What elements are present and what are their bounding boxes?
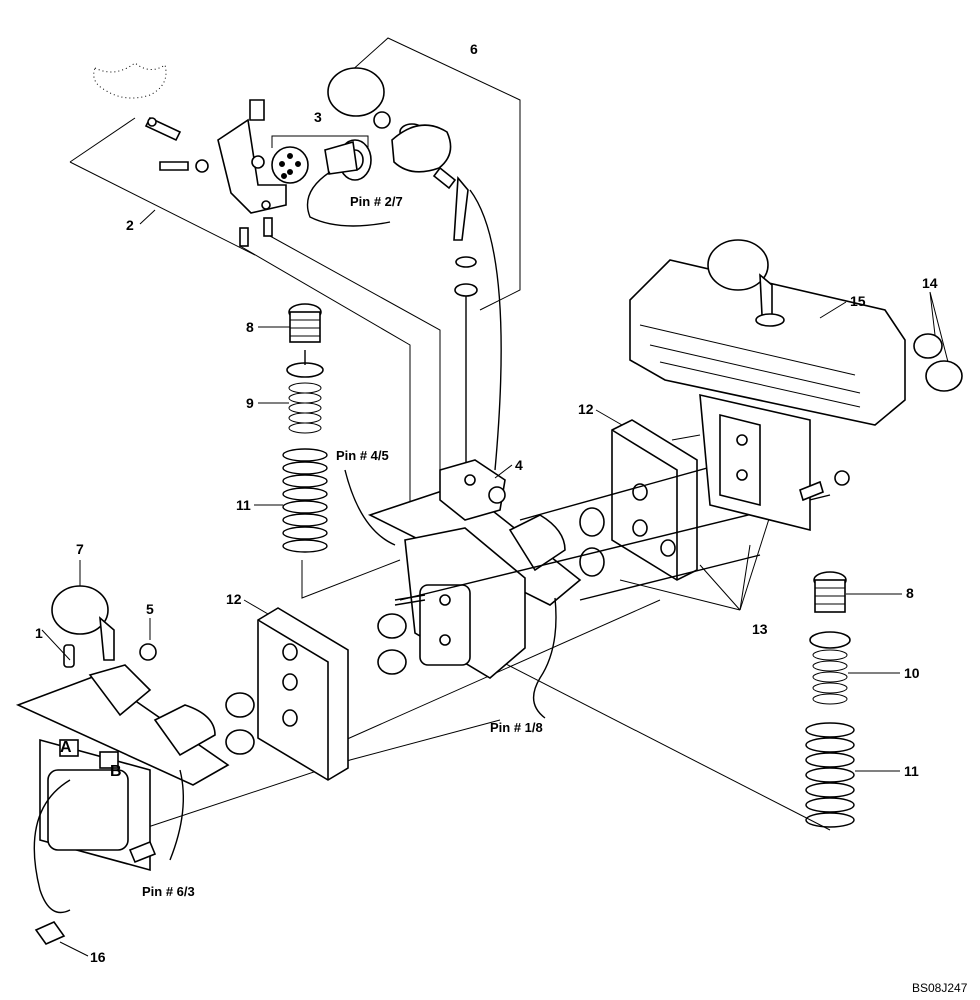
callout-11-right: 11 xyxy=(904,763,919,779)
spacer-12-left xyxy=(225,607,349,781)
callout-14: 14 xyxy=(922,275,938,291)
bracket-assembly xyxy=(69,62,391,256)
callout-15: 15 xyxy=(850,293,866,309)
pin-label-6-3: Pin # 6/3 xyxy=(142,884,195,899)
callout-1: 1 xyxy=(35,625,43,641)
callout-7: 7 xyxy=(76,541,84,557)
callout-6: 6 xyxy=(470,41,478,57)
callout-11-left: 11 xyxy=(236,497,251,513)
valve-assembly-4 xyxy=(344,459,605,719)
joystick-handle-assembly-6 xyxy=(327,37,521,478)
pin-labels: Pin # 2/7 Pin # 4/5 Pin # 1/8 Pin # 6/3 xyxy=(142,194,543,899)
spacer-12-right xyxy=(611,419,698,581)
callout-8-left: 8 xyxy=(246,319,254,335)
callout-5: 5 xyxy=(146,601,154,617)
callout-2: 2 xyxy=(126,217,134,233)
spring-11-right xyxy=(805,722,855,828)
callout-8-right: 8 xyxy=(906,585,914,601)
valve-mark-b: B xyxy=(110,763,122,780)
spring-stack-left xyxy=(282,303,401,599)
spring-10 xyxy=(812,649,848,705)
spring-9 xyxy=(288,382,322,434)
callout-12-left: 12 xyxy=(226,591,242,607)
pin-label-2-7: Pin # 2/7 xyxy=(350,194,403,209)
reference-code: BS08J247 xyxy=(912,981,968,995)
callout-13: 13 xyxy=(752,621,768,637)
valve-assembly-7 xyxy=(15,585,230,945)
callout-12-right: 12 xyxy=(578,401,594,417)
pin-label-1-8: Pin # 1/8 xyxy=(490,720,543,735)
spring-stack-right xyxy=(805,571,855,828)
spring-11-left xyxy=(282,448,328,553)
callout-4: 4 xyxy=(515,457,523,473)
pin-label-4-5: Pin # 4/5 xyxy=(336,448,389,463)
callout-10: 10 xyxy=(904,665,920,681)
valve-mark-a: A xyxy=(60,739,72,756)
callouts: 1 2 3 4 5 6 7 8 8 9 10 11 11 12 12 13 14… xyxy=(35,41,938,965)
callout-3: 3 xyxy=(314,109,322,125)
callout-16: 16 xyxy=(90,949,106,965)
console-assembly-15 xyxy=(629,239,963,532)
callout-9: 9 xyxy=(246,395,254,411)
